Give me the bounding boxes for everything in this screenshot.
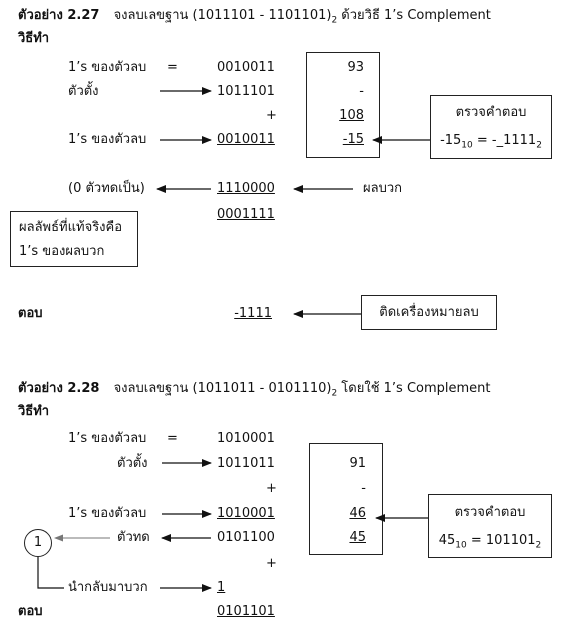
ex228-ones-label: 1’s ของตัวลบ [68, 431, 147, 446]
ex228-verify-formula: 4510 = 1011012 [438, 533, 542, 551]
ex227-carry-label: (0 ตัวทดเป็น) [68, 181, 145, 196]
ex228-check-91: 91 [349, 456, 366, 471]
ex228-check-column [309, 443, 383, 555]
ex227-verify-box: ตรวจคำตอบ -1510 = -_11112 [430, 95, 552, 159]
ex227-check-108: 108 [339, 108, 364, 123]
ex228-check-result: 45 [349, 530, 366, 545]
ex228-plus-2: + [266, 556, 277, 571]
ex228-minuend-label: ตัวตั้ง [117, 456, 148, 471]
ex228-verify-title: ตรวจคำตอบ [454, 505, 526, 520]
ex227-sum-value: 1110000 [217, 181, 275, 196]
ex228-carry-circle-digit: 1 [33, 535, 43, 550]
example-227-problem: จงลบเลขฐาน (1011101 - 1101101)2 ด้วยวิธี… [113, 8, 491, 26]
ex228-carry-label: ตัวทด [117, 530, 150, 545]
ex227-note-line-2: 1’s ของผลบวก [19, 244, 105, 259]
ex227-verify-formula: -1510 = -_11112 [440, 133, 542, 151]
ex227-plus: + [266, 108, 277, 123]
ex228-answer-value: 0101101 [217, 604, 275, 619]
example-227-method: วิธีทำ [18, 31, 50, 46]
ex228-check-minus: - [361, 481, 366, 496]
example-228-method: วิธีทำ [18, 404, 50, 419]
ex227-ones-value: 0010011 [217, 60, 275, 75]
ex227-sign-note: ติดเครื่องหมายลบ [379, 305, 479, 320]
ex228-minuend-value: 1011011 [217, 456, 275, 471]
ex227-ones-value-2: 0010011 [217, 132, 275, 147]
ex227-check-result: -15 [342, 132, 364, 147]
ex228-answer-label: ตอบ [18, 604, 43, 619]
example-227-heading: ตัวอย่าง 2.27 จงลบเลขฐาน (1011101 - 1101… [18, 8, 491, 26]
ex227-answer-label: ตอบ [18, 306, 43, 321]
example-228-problem: จงลบเลขฐาน (1011011 - 0101110)2 โดยใช้ 1… [113, 381, 491, 399]
ex228-carry-circle: 1 [24, 529, 52, 557]
example-228-heading: ตัวอย่าง 2.28 จงลบเลขฐาน (1011011 - 0101… [18, 381, 491, 399]
ex227-complement-value: 0001111 [217, 207, 275, 222]
ex228-bring-back-value: 1 [217, 580, 226, 595]
ex228-check-46: 46 [349, 506, 366, 521]
example-227-label: ตัวอย่าง 2.27 [18, 8, 100, 23]
ex227-verify-title: ตรวจคำตอบ [455, 105, 527, 120]
ex227-minuend-label: ตัวตั้ง [68, 84, 99, 99]
ex227-sum-label: ผลบวก [363, 181, 403, 196]
ex227-minuend-value: 1011101 [217, 84, 275, 99]
ex227-answer-value: -1111 [234, 306, 272, 321]
ex227-ones-label: 1’s ของตัวลบ [68, 60, 147, 75]
example-228-label: ตัวอย่าง 2.28 [18, 381, 100, 396]
ex228-ones-value: 1010001 [217, 431, 275, 446]
ex227-check-column [306, 52, 380, 158]
ex227-sign-note-box: ติดเครื่องหมายลบ [361, 295, 497, 330]
ex228-bring-back-label: นำกลับมาบวก [68, 580, 148, 595]
ex228-ones-value-2: 1010001 [217, 506, 275, 521]
ex227-check-minus: - [359, 84, 364, 99]
ex228-equals: = [167, 431, 178, 446]
ex228-verify-box: ตรวจคำตอบ 4510 = 1011012 [428, 494, 552, 558]
ex228-carry-value: 0101100 [217, 530, 275, 545]
ex227-ones-label-2: 1’s ของตัวลบ [68, 132, 147, 147]
ex228-ones-label-2: 1’s ของตัวลบ [68, 506, 147, 521]
ex227-check-93: 93 [347, 60, 364, 75]
ex227-note-box: ผลลัพธ์ที่แท้จริงคือ 1’s ของผลบวก [10, 211, 138, 267]
ex227-equals: = [167, 60, 178, 75]
ex228-bring-back-line [37, 557, 64, 589]
ex227-note-line-1: ผลลัพธ์ที่แท้จริงคือ [19, 220, 123, 235]
ex228-plus: + [266, 481, 277, 496]
